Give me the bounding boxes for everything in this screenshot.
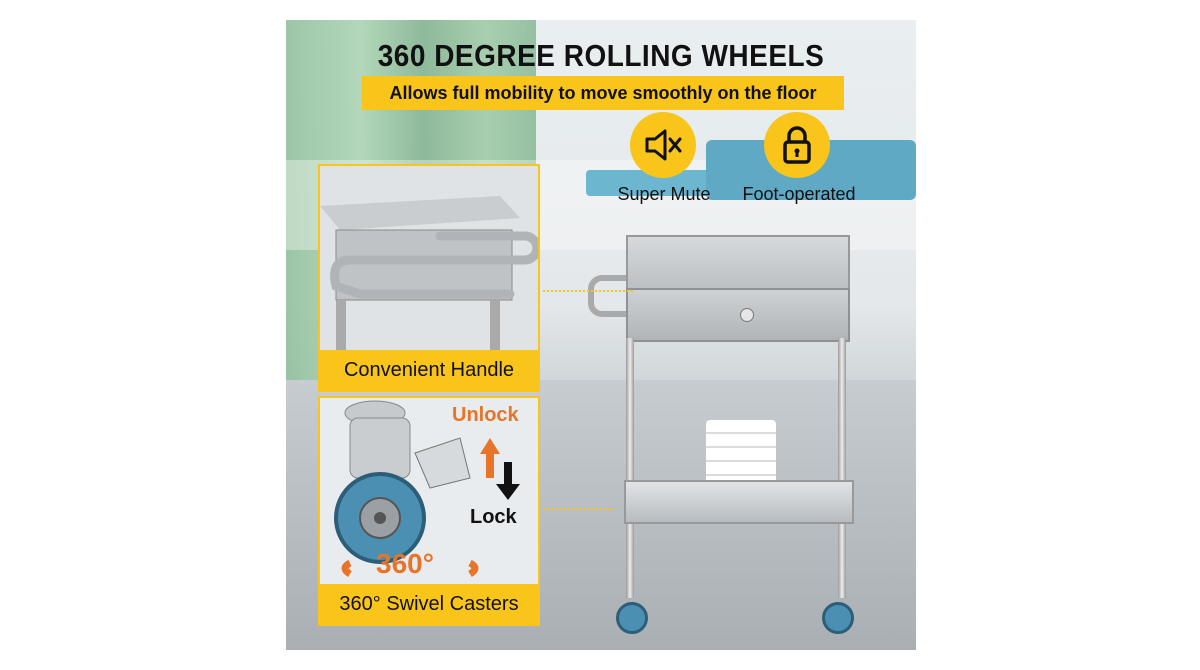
product-image-panel: 360 DEGREE ROLLING WHEELS Allows full mo… [286, 20, 916, 650]
drawer-knob [740, 308, 754, 322]
cart-leg [838, 338, 846, 598]
connector-line-casters [538, 508, 613, 510]
cart-wheel [822, 602, 854, 634]
handle-inset: Convenient Handle [318, 164, 540, 392]
feature-label-foot-operated: Foot-operated [742, 184, 856, 204]
padlock-icon [764, 112, 830, 178]
medical-cart [588, 230, 854, 650]
casters-caption-text: 360° Swivel Casters [339, 592, 519, 615]
subtitle-text: Allows full mobility to move smoothly on… [389, 82, 817, 103]
cart-drawer [626, 288, 850, 342]
subtitle-banner: Allows full mobility to move smoothly on… [362, 76, 844, 110]
casters-caption: 360° Swivel Casters [320, 584, 538, 624]
rotation-label: 360° [376, 548, 434, 579]
cart-handle [588, 275, 634, 317]
handle-caption: Convenient Handle [320, 350, 538, 390]
speaker-mute-icon [630, 112, 696, 178]
connector-line-handle [538, 290, 633, 292]
feature-label-super-mute: Super Mute [617, 184, 711, 204]
cart-wheel [616, 602, 648, 634]
casters-inset: Unlock Lock 360° 360° Swivel Casters [318, 396, 540, 626]
caster-closeup-image [320, 398, 538, 584]
handle-caption-text: Convenient Handle [343, 358, 515, 381]
cart-bottom-shelf [624, 480, 854, 524]
unlock-label: Unlock [452, 404, 519, 426]
page-title: 360 DEGREE ROLLING WHEELS [377, 38, 825, 73]
lock-label: Lock [470, 506, 517, 528]
cart-leg [626, 338, 634, 598]
handle-closeup-image [320, 166, 538, 350]
